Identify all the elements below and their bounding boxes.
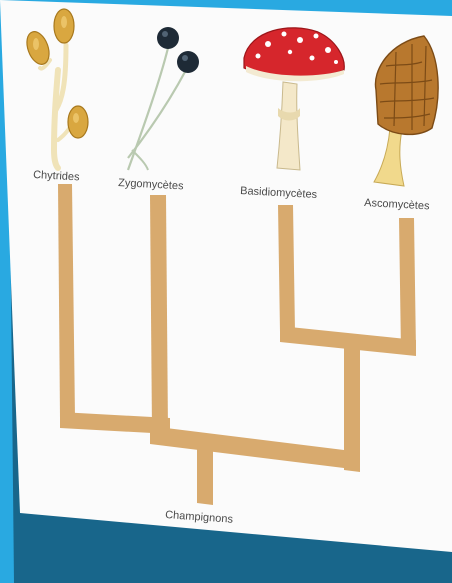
branch-ascomycetes [399, 218, 416, 352]
branch-chytrides [58, 184, 75, 418]
branch-zygomycetes [150, 195, 168, 432]
branch-basidiomycetes [278, 205, 295, 332]
branch-root [197, 440, 213, 505]
label-chytrides: Chytrides [33, 169, 81, 183]
